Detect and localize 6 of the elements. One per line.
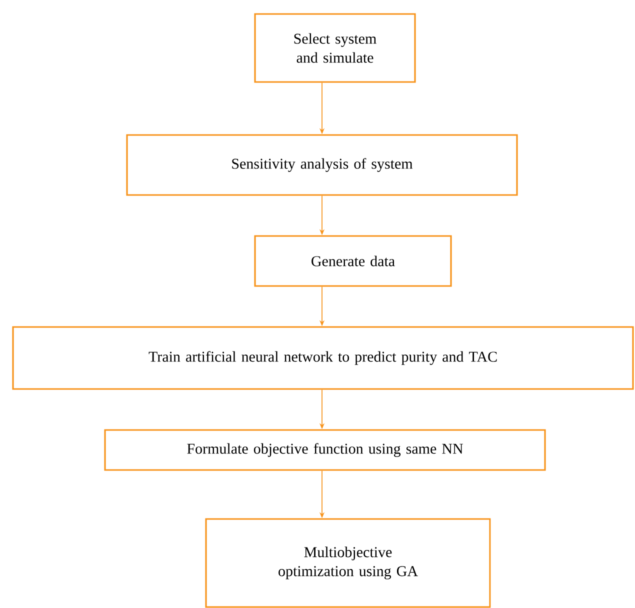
process-box: Sensitivity analysis of system <box>126 134 518 196</box>
process-box: Generate data <box>254 235 452 287</box>
process-box: Multiobjective optimization using GA <box>205 518 491 608</box>
process-box: Select system and simulate <box>254 13 416 83</box>
process-box: Train artificial neural network to predict purity and TAC <box>12 326 634 390</box>
process-box: Formulate objective function using same NN <box>104 429 546 471</box>
